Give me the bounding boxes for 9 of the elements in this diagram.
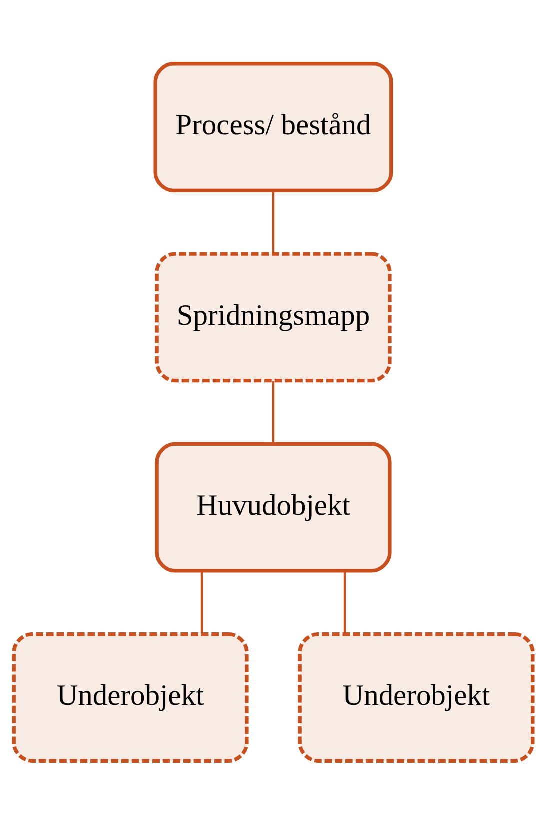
node-box: Process/ bestånd [154,62,394,192]
node-box: Spridningsmapp [155,252,392,382]
node-box: Underobjekt [12,632,249,762]
connector [272,380,275,444]
connector [200,570,204,634]
node-box: Underobjekt [298,632,535,762]
node-box: Huvudobjekt [155,442,392,572]
connector [272,190,275,253]
connector [344,570,346,634]
